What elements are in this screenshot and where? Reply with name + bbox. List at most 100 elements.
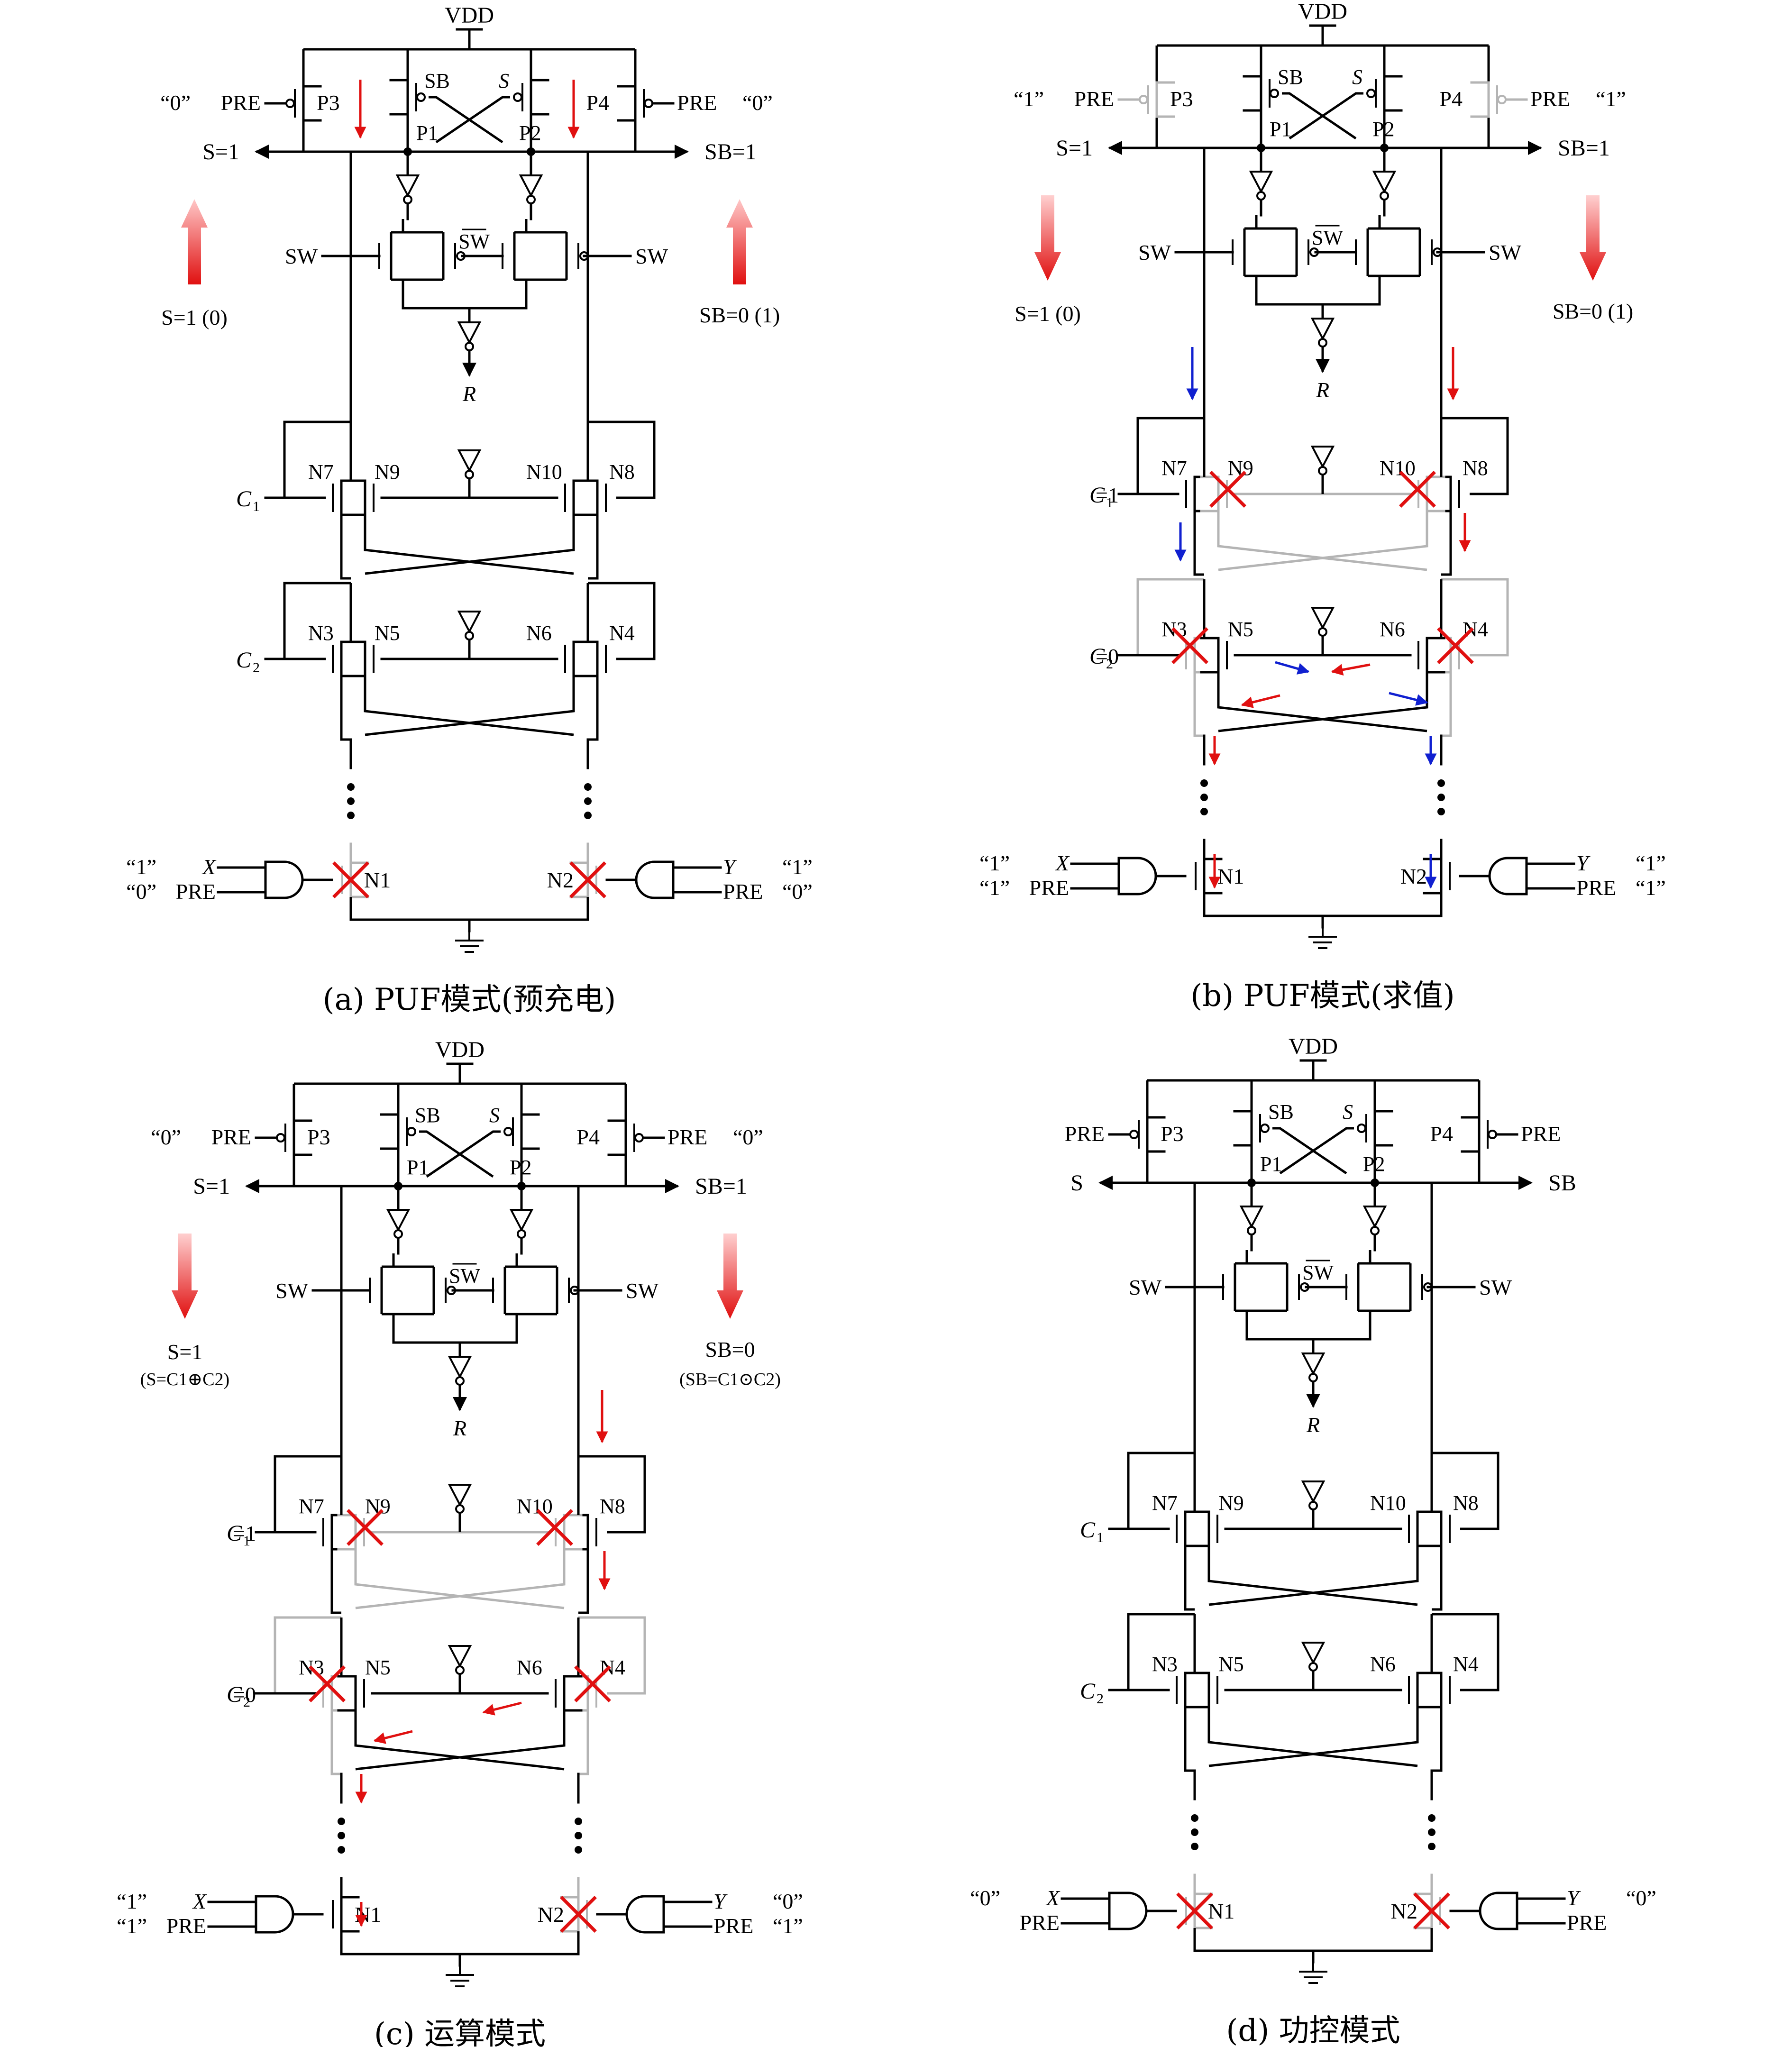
inverter-icon xyxy=(448,1645,472,1675)
vdd-symbol-icon xyxy=(1299,1059,1327,1076)
transistor-p1 xyxy=(1233,1110,1270,1147)
stage-cross xyxy=(365,676,575,736)
label-n6: N6 xyxy=(517,1656,542,1679)
disabled-cross-icon xyxy=(309,1665,346,1702)
transistor-n5 xyxy=(1190,1672,1218,1709)
inverter-icon xyxy=(1301,1480,1326,1510)
inverter-icon xyxy=(1372,171,1397,201)
inversion-bubble-icon xyxy=(1260,1124,1270,1133)
sb-gate-label: SB xyxy=(424,69,450,92)
n2-label: N2 xyxy=(1400,864,1427,888)
stage-right-out xyxy=(588,515,599,580)
stage-right-out xyxy=(588,676,599,741)
label-n6: N6 xyxy=(1380,618,1405,641)
r-label: R xyxy=(1316,378,1329,402)
pre-bottom-left-label: PRE xyxy=(1029,876,1069,900)
pre-bottom-right-label: PRE xyxy=(1567,1910,1607,1935)
pre-bottom-left-value: “1” xyxy=(979,876,1010,900)
pre-right-value: “1” xyxy=(1596,87,1626,111)
stage-cross xyxy=(355,1710,566,1771)
inverter-icon xyxy=(457,449,482,479)
s-gate-label: S xyxy=(1352,65,1362,89)
transistor-p1 xyxy=(389,79,426,116)
stage-cross xyxy=(1208,1707,1419,1767)
pre-bottom-right-value: “1” xyxy=(773,1914,803,1938)
disabled-cross-icon xyxy=(347,1509,384,1546)
p1-label: P1 xyxy=(416,121,438,145)
inversion-bubble-icon xyxy=(1129,1130,1139,1139)
s-gate-label: S xyxy=(1343,1100,1353,1124)
transistor-n9 xyxy=(1190,1510,1218,1547)
c-value: =1 xyxy=(1096,483,1119,507)
status-right-formula: (SB=C1⊙C2) xyxy=(679,1370,781,1389)
sw-left-label: SW xyxy=(1138,240,1171,265)
transmission-gate-icon xyxy=(378,219,466,293)
disabled-cross-icon xyxy=(1437,627,1474,664)
cross-stroke xyxy=(1209,471,1246,508)
transistor-n3 xyxy=(1176,1672,1204,1709)
c-label: C xyxy=(236,648,252,673)
p2-label: P2 xyxy=(510,1156,531,1179)
p1-label: P1 xyxy=(1270,118,1291,141)
junction-dot xyxy=(1200,794,1208,801)
big-arrow-down-icon xyxy=(1580,195,1606,281)
transistor-n8 xyxy=(569,1514,597,1551)
inverter-icon xyxy=(1239,1206,1264,1235)
and-gate-icon xyxy=(1117,857,1157,896)
stage-outer-right xyxy=(1432,1613,1499,1691)
y-label: Y xyxy=(1576,851,1591,875)
swbar-label: SW xyxy=(1312,226,1343,249)
stage-outer-right xyxy=(588,420,656,499)
c-value: =0 xyxy=(1096,644,1119,668)
n1-label: N1 xyxy=(1217,864,1244,888)
s-output-label: S=1 xyxy=(202,139,239,164)
pre-bottom-right-label: PRE xyxy=(1576,876,1616,900)
x-value: “1” xyxy=(126,855,156,879)
cross-couple-wire xyxy=(1289,92,1363,140)
transmission-gate-icon xyxy=(1345,1250,1433,1324)
cross-stroke xyxy=(536,1509,573,1546)
inversion-bubble-icon xyxy=(644,99,653,108)
big-arrow-up-icon xyxy=(181,199,208,284)
n1-label: N1 xyxy=(355,1902,381,1927)
transistor-n10 xyxy=(1408,1510,1436,1547)
sb-output-label: SB xyxy=(1548,1170,1576,1196)
and-gate-icon xyxy=(255,1895,294,1934)
pre-bottom-left-label: PRE xyxy=(176,879,216,904)
stage-left-out xyxy=(1184,1707,1195,1772)
inversion-bubble-icon xyxy=(1318,338,1327,347)
status-right: SB=0 (1) xyxy=(699,303,780,327)
label-n4: N4 xyxy=(1463,618,1488,641)
disabled-cross-icon xyxy=(569,861,606,898)
transmission-gate-icon xyxy=(369,1253,456,1327)
ground-icon xyxy=(446,1965,474,1987)
label-n8: N8 xyxy=(1463,457,1488,480)
and-gate-icon xyxy=(635,860,675,899)
n1-label: N1 xyxy=(364,868,391,892)
inverter-icon xyxy=(1310,607,1335,637)
tg-out-wire xyxy=(1255,289,1381,306)
label-n7: N7 xyxy=(1161,457,1187,480)
stage-right-out xyxy=(578,1549,589,1614)
junction-dot xyxy=(338,1846,345,1854)
transistor-n1 xyxy=(332,1896,360,1933)
stage-left-out xyxy=(1193,672,1204,737)
inverter-icon xyxy=(1310,446,1335,475)
transistor-p1 xyxy=(1243,75,1279,112)
transistor-p4 xyxy=(1470,81,1507,118)
cross-couple-wire xyxy=(419,1130,494,1178)
r-label: R xyxy=(1306,1413,1320,1437)
p1-label: P1 xyxy=(407,1156,429,1179)
stage-left-out xyxy=(1184,1546,1195,1611)
x-label: X xyxy=(1055,851,1070,875)
stage-cross xyxy=(355,1549,566,1609)
stage-cross xyxy=(365,515,575,575)
label-n9: N9 xyxy=(1218,1491,1244,1515)
x-value: “1” xyxy=(979,851,1010,875)
transistor-n7 xyxy=(1185,475,1213,512)
inversion-bubble-icon xyxy=(407,1127,416,1136)
transistor-p1 xyxy=(380,1113,416,1150)
stage-outer-right xyxy=(578,1616,646,1695)
cross-stroke xyxy=(574,1665,611,1702)
